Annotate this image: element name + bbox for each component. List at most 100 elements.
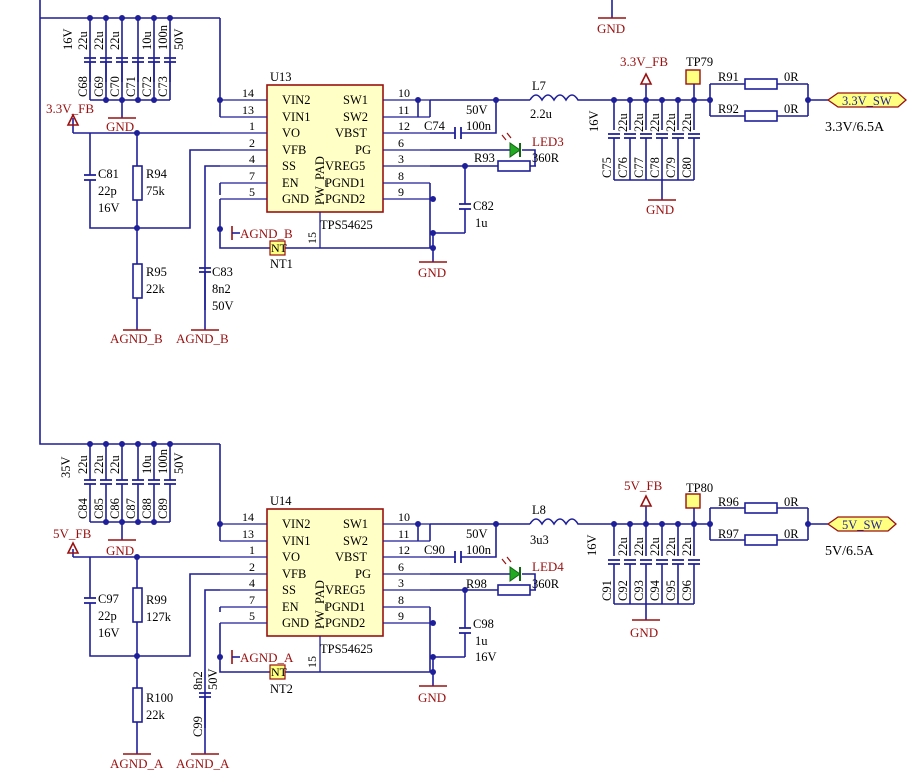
cap-ref: C86 (108, 498, 122, 519)
pin-name: PG (355, 567, 371, 581)
cap-ref: C72 (140, 76, 154, 97)
output-rating: 5V/6.5A (825, 544, 875, 559)
gnd-label: GND (418, 690, 446, 705)
pin-num: 5 (249, 609, 255, 623)
cap-ref: C68 (76, 76, 90, 97)
c99-value: 8n2 (191, 671, 205, 690)
net-tie-nt1: AGND_B NT NT1 (231, 226, 293, 271)
c99-voltage: 50V (206, 668, 220, 690)
output-voltage: 16V (587, 110, 601, 132)
cap-ref: C95 (664, 580, 678, 601)
c98-value: 1u (475, 634, 488, 648)
output-port-bottom[interactable] (826, 516, 897, 532)
pin-num: 9 (398, 609, 404, 623)
resistor-ref: R92 (718, 102, 739, 116)
pin-num: 3 (398, 152, 404, 166)
agnd-label: AGND_B (110, 331, 163, 346)
c81-voltage: 16V (98, 201, 120, 215)
output-port-top[interactable] (826, 92, 907, 108)
cap-value: 22u (648, 537, 662, 557)
top-gnd-symbol: GND (597, 0, 626, 36)
c98-voltage: 16V (475, 650, 497, 664)
led-ref: LED3 (532, 134, 564, 149)
gnd-label: GND (418, 265, 446, 280)
gnd-wire-top (219, 199, 320, 249)
inductor-ref: L8 (532, 503, 546, 517)
pin-name: EN (282, 600, 299, 614)
cap-ref: C75 (600, 157, 614, 178)
pin-name: VIN2 (282, 93, 310, 107)
c81-value: 22p (98, 184, 117, 198)
input-cap-bank-top: 16V 22u 22u 22u 10u 100n 50V C68 C69 C70… (61, 15, 186, 134)
pad-label: PW_PAD (313, 580, 327, 629)
r98-value: 360R (532, 577, 560, 591)
cap-ref: C85 (92, 498, 106, 519)
resistor-value: 0R (784, 102, 799, 116)
vfb-wire-bottom (137, 573, 220, 657)
pin-num: 11 (398, 103, 410, 117)
ic-part: TPS54625 (320, 642, 373, 656)
agnd-label: AGND_B (176, 331, 229, 346)
nt-ref: NT1 (270, 257, 293, 271)
pin-name: SW1 (343, 517, 368, 531)
c90-value: 100n (466, 543, 492, 557)
pin-num: 14 (242, 86, 254, 100)
cap-value: 22u (664, 537, 678, 557)
nt-ref: NT2 (270, 682, 293, 696)
pin-num: 6 (398, 560, 404, 574)
pin-name: PG (355, 143, 371, 157)
cap-ref: C91 (600, 580, 614, 601)
r94-ref: R94 (146, 167, 168, 181)
c99-ref: C99 (191, 716, 205, 737)
pin-num: 14 (242, 510, 254, 524)
r99-value: 127k (146, 610, 172, 624)
cap-ref: C87 (124, 498, 138, 519)
pin-num: 1 (249, 543, 255, 557)
c83-value: 8n2 (212, 282, 231, 296)
cap-ref: C73 (156, 76, 170, 97)
net-tie-nt2: AGND_A NT NT2 (231, 650, 294, 696)
pin-name: PGND2 (325, 616, 365, 630)
cap-value: 22u (108, 31, 122, 51)
output-voltage: 16V (585, 534, 599, 556)
resistor-ref: R96 (718, 495, 739, 509)
gnd-label: GND (646, 202, 674, 217)
pin-name: VFB (282, 567, 306, 581)
pin-name: PGND1 (325, 600, 365, 614)
c97-ref: C97 (98, 592, 119, 606)
cap-ref: C69 (92, 76, 106, 97)
fb-network-top: 3.3V_FB C81 22p 16V R94 75k R95 22k AGND… (46, 101, 234, 346)
vfb-wire-top (137, 149, 220, 229)
c97-voltage: 16V (98, 626, 120, 640)
pin-num: 2 (249, 136, 255, 150)
cap-value: 22u (664, 113, 678, 133)
fb-network-bottom: 5V_FB C97 22p 16V R99 127k R100 22k AGND… (53, 526, 230, 771)
cap-value: 50V (172, 28, 186, 50)
gnd-wire-bottom (219, 623, 320, 673)
cap-value: 22u (92, 31, 106, 51)
ic-part: TPS54625 (320, 218, 373, 232)
regulator-top: 16V 22u 22u 22u 10u 100n 50V C68 C69 C70… (46, 15, 907, 346)
pin-num: 7 (249, 169, 255, 183)
cap-ref: C70 (108, 76, 122, 97)
cap-ref: C92 (616, 580, 630, 601)
pin-num: 12 (398, 119, 410, 133)
inductor-value: 2.2u (530, 107, 553, 121)
pin-num: 11 (398, 527, 410, 541)
pin-num: 10 (398, 510, 410, 524)
r100-ref: R100 (146, 691, 173, 705)
inductor-value: 3u3 (530, 533, 549, 547)
pin-name: VBST (335, 550, 367, 564)
pin-num: 1 (249, 119, 255, 133)
cap-value: 22u (680, 537, 694, 557)
pin-name: PGND1 (325, 176, 365, 190)
c90-ref: C90 (424, 543, 445, 557)
c74-value: 100n (466, 119, 492, 133)
r99-ref: R99 (146, 593, 167, 607)
regulator-bottom: 35V 22u 22u 22u 10u 100n 50V C84 C85 C86… (53, 441, 897, 771)
r95-ref: R95 (146, 265, 167, 279)
c74-ref: C74 (424, 119, 446, 133)
gnd-label: GND (106, 119, 134, 134)
resistor-value: 0R (784, 70, 799, 84)
r94-value: 75k (146, 184, 166, 198)
